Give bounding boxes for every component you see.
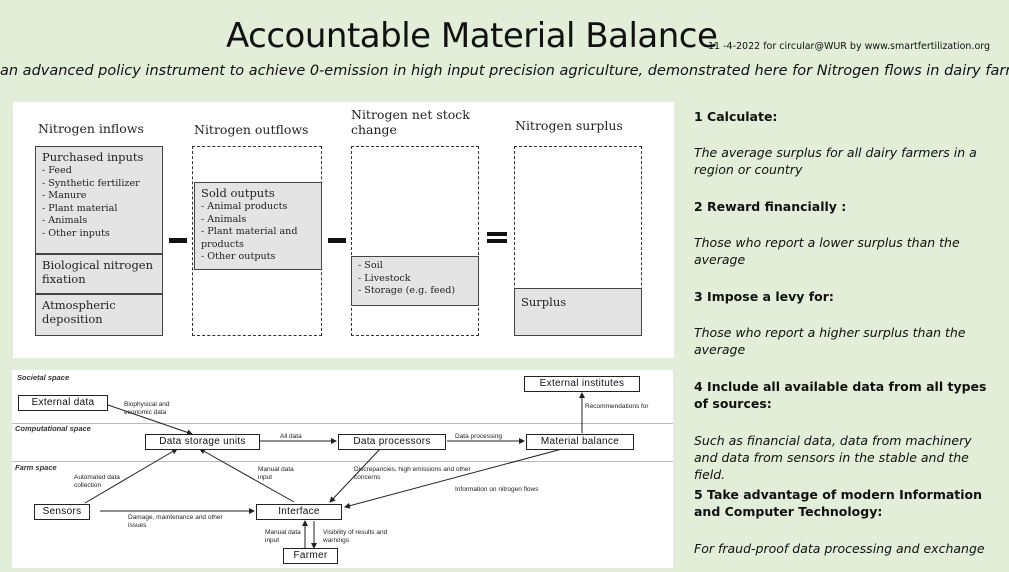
inflow-item: Other inputs: [42, 228, 156, 241]
surplus-label: Surplus: [521, 295, 567, 309]
space-divider: [12, 461, 673, 462]
label-all-data: All data: [280, 433, 302, 440]
label-info-nitrogen: Information on nitrogen flows: [455, 486, 539, 493]
inflows-heading: Nitrogen inflows: [38, 121, 144, 136]
outflow-item: Other outputs: [201, 251, 315, 264]
label-manual-input-1: Manual data input: [258, 466, 294, 481]
label-manual-input-2: Manual data input: [265, 529, 301, 544]
outflow-item: Animal products: [201, 201, 315, 214]
inflow-item: Feed: [42, 165, 156, 178]
stock-item: Storage (e.g. feed): [358, 285, 472, 298]
label-recommendations: Recommendations for: [585, 403, 649, 410]
equals-sign-bottom: [487, 239, 507, 243]
inflow-item: Plant material: [42, 203, 156, 216]
label-discrepancies: Discrepancies, high emissions and other …: [354, 466, 471, 481]
label-visibility: Visibility of results and warnings: [323, 529, 388, 544]
outflow-item: Plant material and products: [201, 226, 315, 251]
stock-items-box: Soil Livestock Storage (e.g. feed): [351, 256, 479, 306]
step-1-heading: 1 Calculate:: [694, 109, 778, 124]
node-data-storage: Data storage units: [145, 434, 260, 450]
outflow-item: Animals: [201, 214, 315, 227]
space-divider: [12, 423, 673, 424]
stock-item: Livestock: [358, 273, 472, 286]
surplus-box: Surplus: [514, 288, 642, 336]
label-biophysical: Biophysical and economic data: [124, 401, 170, 416]
edge-manual-input-1: [199, 448, 295, 503]
step-5-heading: 5 Take advantage of modern Information a…: [694, 487, 983, 519]
step-2-heading: 2 Reward financially :: [694, 199, 847, 214]
label-damage: Damage, maintenance and other issues: [128, 514, 223, 529]
data-flow-panel: Societal space Computational space Farm …: [12, 370, 673, 568]
step-3-text: Those who report a higher surplus than t…: [694, 325, 966, 357]
equals-sign-top: [487, 232, 507, 236]
edge-discrepancies: [329, 448, 381, 503]
bio-fixation-box: Biological nitrogen fixation: [35, 254, 163, 294]
step-2-text: Those who report a lower surplus than th…: [694, 235, 960, 267]
label-data-processing: Data processing: [455, 433, 502, 440]
purchased-inputs-box: Purchased inputs Feed Synthetic fertiliz…: [35, 146, 163, 254]
label-automated: Automated data collection: [74, 474, 120, 489]
edge-automated: [84, 448, 178, 504]
node-interface: Interface: [256, 504, 342, 520]
bio-fixation-label: Biological nitrogen fixation: [42, 258, 154, 286]
farm-space-label: Farm space: [15, 463, 57, 472]
nitrogen-balance-panel: Nitrogen inflows Nitrogen outflows Nitro…: [13, 102, 674, 358]
step-4-heading: 4 Include all available data from all ty…: [694, 379, 987, 411]
step-3-heading: 3 Impose a levy for:: [694, 289, 834, 304]
step-5-text: For fraud-proof data processing and exch…: [694, 541, 985, 556]
computational-space-label: Computational space: [15, 424, 91, 433]
page-title: Accountable Material Balance: [226, 16, 718, 56]
date-author-note: 11 -4-2022 for circular@WUR by www.smart…: [708, 41, 991, 52]
sold-outputs-box: Sold outputs Animal products Animals Pla…: [194, 182, 322, 270]
node-data-processors: Data processors: [338, 434, 446, 450]
societal-space-label: Societal space: [17, 373, 70, 382]
node-sensors: Sensors: [34, 504, 90, 520]
inflow-item: Animals: [42, 215, 156, 228]
minus-sign: [328, 238, 346, 243]
edge-info-nitrogen: [344, 448, 563, 509]
purchased-inputs-title: Purchased inputs: [42, 150, 144, 164]
node-external-institutes: External institutes: [524, 376, 640, 392]
minus-sign: [169, 238, 187, 243]
step-4-text: Such as financial data, data from machin…: [694, 433, 972, 482]
inflow-item: Synthetic fertilizer: [42, 178, 156, 191]
page-subtitle: an advanced policy instrument to achieve…: [0, 63, 1009, 79]
node-material-balance: Material balance: [526, 434, 634, 450]
stock-heading: Nitrogen net stock change: [351, 107, 470, 137]
flow-arrows: [84, 392, 585, 549]
node-external-data: External data: [18, 395, 108, 411]
node-farmer: Farmer: [283, 548, 338, 564]
step-1-text: The average surplus for all dairy farmer…: [694, 145, 977, 177]
sold-outputs-title: Sold outputs: [201, 186, 275, 200]
stock-dashed-column: [351, 146, 479, 336]
atmospheric-box: Atmospheric deposition: [35, 294, 163, 336]
outflows-heading: Nitrogen outflows: [194, 122, 309, 137]
surplus-heading: Nitrogen surplus: [515, 118, 623, 133]
atmospheric-label: Atmospheric deposition: [42, 298, 116, 326]
inflow-item: Manure: [42, 190, 156, 203]
stock-item: Soil: [358, 260, 472, 273]
edge-biophysical: [107, 404, 193, 436]
